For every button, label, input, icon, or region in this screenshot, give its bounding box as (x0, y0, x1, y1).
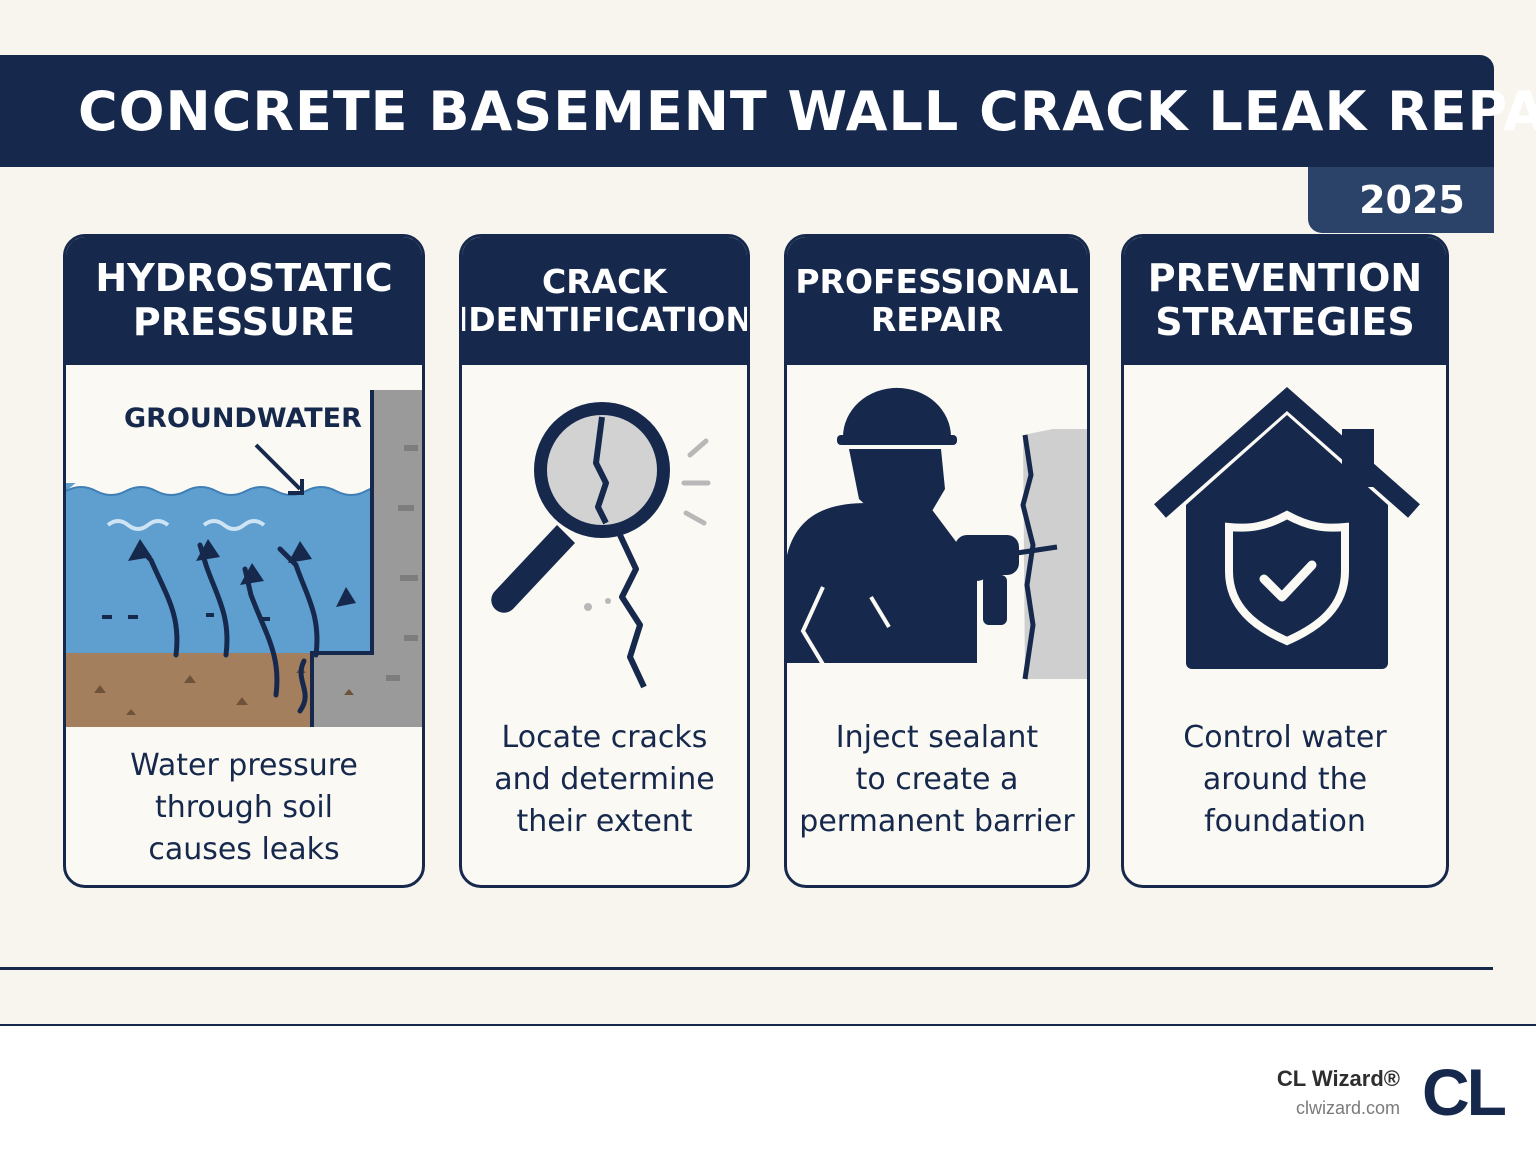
groundwater-pressure-illustration: GROUNDWATER (66, 365, 422, 727)
brand-name: CL Wizard® (1276, 1066, 1400, 1091)
card-heading: CRACK IDENTIFICATION (459, 262, 750, 339)
year-label: 2025 (1359, 178, 1465, 222)
card-description: Water pressure through soil causes leaks (130, 748, 358, 867)
card-description: Inject sealant to create a permanent bar… (799, 720, 1075, 839)
card-hydrostatic-pressure: HYDROSTATIC PRESSURE (63, 234, 425, 888)
footer-divider (0, 1024, 1536, 1026)
divider-line (0, 967, 1493, 970)
magnifying-glass-crack-illustration (462, 365, 747, 727)
card-description: Control water around the foundation (1183, 720, 1387, 839)
card-heading: HYDROSTATIC PRESSURE (95, 256, 393, 344)
card-heading: PROFESSIONAL REPAIR (795, 262, 1079, 339)
card-heading-bar: PREVENTION STRATEGIES (1124, 237, 1446, 365)
card-crack-identification: CRACK IDENTIFICATION Locate cracks and d… (459, 234, 750, 888)
card-professional-repair: PROFESSIONAL REPAIR Inject sealant to cr… (784, 234, 1090, 888)
worker-drill-illustration (787, 365, 1087, 727)
card-prevention-strategies: PREVENTION STRATEGIES Control water arou… (1121, 234, 1449, 888)
card-heading-bar: PROFESSIONAL REPAIR (787, 237, 1087, 365)
card-heading-bar: HYDROSTATIC PRESSURE (66, 237, 422, 365)
brand-url[interactable]: clwizard.com (1295, 1098, 1400, 1118)
page-title: CONCRETE BASEMENT WALL CRACK LEAK REPAIR (78, 79, 1536, 143)
brand-logo: CL (1422, 1055, 1507, 1129)
card-heading: PREVENTION STRATEGIES (1147, 256, 1423, 344)
year-badge: 2025 (1308, 167, 1494, 233)
card-description: Locate cracks and determine their extent (494, 720, 715, 839)
card-heading-bar: CRACK IDENTIFICATION (462, 237, 747, 365)
title-banner: CONCRETE BASEMENT WALL CRACK LEAK REPAIR (0, 55, 1536, 167)
groundwater-label: GROUNDWATER (124, 403, 362, 434)
house-shield-check-icon (1124, 365, 1446, 727)
footer (0, 1026, 1536, 1154)
